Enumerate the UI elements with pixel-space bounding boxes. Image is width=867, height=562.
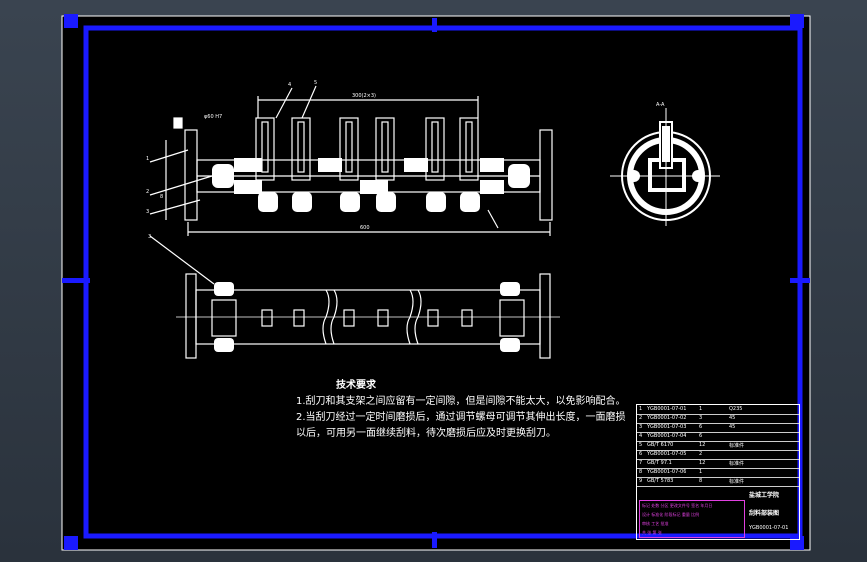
parts-cell: YGB0001-07-02 [647, 415, 687, 421]
parts-row: 9 GB/T 5783 8 标准件 [637, 477, 799, 487]
parts-cell: 12 [699, 460, 706, 466]
parts-row: 2 YGB0001-07-02 3 45 [637, 414, 799, 424]
parts-cell: 6 [639, 451, 643, 457]
section-label: A-A [656, 102, 665, 108]
dim-bottom-text: 600 [360, 225, 370, 231]
parts-row: 8 YGB0001-07-06 1 [637, 468, 799, 478]
parts-cell: 标准件 [729, 461, 745, 467]
front-view [149, 85, 553, 236]
section-view [610, 108, 720, 226]
notes-title: 技术要求 [336, 380, 376, 391]
svg-text:3: 3 [146, 209, 149, 215]
tolerance-text: φ60 H7 [204, 114, 222, 120]
parts-cell: 12 [699, 442, 706, 448]
parts-cell: YGB0001-07-03 [647, 424, 687, 430]
parts-cell: YGB0001-07-05 [647, 451, 687, 457]
svg-text:1: 1 [146, 156, 149, 162]
dim-top-text: 300(2×3) [352, 93, 376, 99]
parts-cell: 1 [639, 406, 643, 412]
parts-cell: 1 [699, 469, 703, 475]
parts-cell: 8 [699, 478, 703, 484]
revision-block: 标记 处数 分区 更改文件号 签名 年月日 设计 标准化 阶段标记 重量 比例 … [639, 500, 745, 538]
parts-cell: 标准件 [729, 479, 745, 485]
parts-cell: 标准件 [729, 443, 745, 449]
parts-row: 5 GB/T 6170 12 标准件 [637, 441, 799, 451]
drawing-name: 刮料部装图 [749, 510, 780, 517]
parts-row: 3 YGB0001-07-03 6 45 [637, 423, 799, 433]
notes-line-2: 2.当刮刀经过一定时间磨损后，通过调节螺母可调节其伸出长度，一面磨损 [296, 412, 626, 423]
parts-row: 4 YGB0001-07-04 6 [637, 432, 799, 442]
parts-cell: 8 [639, 469, 643, 475]
parts-cell: 45 [729, 424, 736, 430]
parts-cell: GB/T 5783 [647, 478, 674, 484]
parts-cell: YGB0001-07-06 [647, 469, 687, 475]
parts-cell: 7 [639, 460, 643, 466]
parts-cell: GB/T 6170 [647, 442, 674, 448]
parts-cell: 3 [699, 415, 703, 421]
parts-cell: 45 [729, 415, 736, 421]
parts-cell: YGB0001-07-04 [647, 433, 687, 439]
front-view-labels: 300(2×3) 600 8 φ60 H7 1 2 3 4 5 [146, 80, 376, 231]
parts-cell: 9 [639, 478, 643, 484]
parts-cell: 5 [639, 442, 643, 448]
parts-cell: 4 [639, 433, 643, 439]
parts-row: 7 GB/T 97.1 12 标准件 [637, 459, 799, 469]
parts-cell: GB/T 97.1 [647, 460, 672, 466]
parts-cell: 6 [699, 424, 703, 430]
drawing-code: YGB0001-07-01 [749, 525, 789, 531]
notes-line-1: 1.刮刀和其支架之间应留有一定间隙，但是间隙不能太大，以免影响配合。 [296, 396, 626, 407]
svg-text:2: 2 [146, 189, 149, 195]
school-name: 盐城工学院 [749, 492, 780, 499]
dim-left-text: 8 [160, 194, 163, 200]
parts-cell: 2 [639, 415, 643, 421]
parts-row: 6 YGB0001-07-05 2 [637, 450, 799, 460]
svg-text:3: 3 [148, 234, 151, 240]
svg-text:4: 4 [288, 82, 291, 88]
parts-cell: 3 [639, 424, 643, 430]
parts-cell: 6 [699, 433, 703, 439]
parts-cell: YGB0001-07-01 [647, 406, 687, 412]
drawing-sheet [62, 16, 810, 550]
parts-cell: 2 [699, 451, 703, 457]
top-view [149, 235, 560, 359]
parts-cell: 1 [699, 406, 703, 412]
svg-text:5: 5 [314, 80, 317, 86]
parts-cell: Q235 [729, 406, 743, 412]
parts-row: 1 YGB0001-07-01 1 Q235 [637, 405, 799, 415]
notes-line-3: 以后，可用另一面继续刮料，待次磨损后应及时更换刮刀。 [296, 428, 556, 439]
technical-notes: 技术要求 1.刮刀和其支架之间应留有一定间隙，但是间隙不能太大，以免影响配合。 … [296, 378, 626, 442]
